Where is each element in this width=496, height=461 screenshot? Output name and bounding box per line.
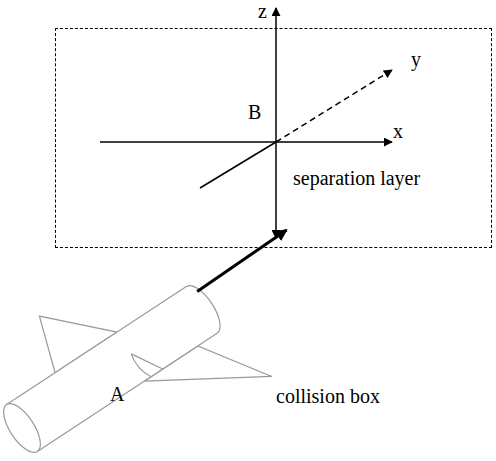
axis-label: y bbox=[411, 48, 421, 70]
part-label: collision box bbox=[276, 385, 380, 407]
missile-outline bbox=[0, 228, 272, 461]
axis-label: x bbox=[393, 120, 403, 142]
axis-label: z bbox=[258, 0, 267, 22]
node-text: separation layer bbox=[293, 167, 420, 189]
motion-arrow bbox=[197, 230, 286, 291]
z-axis-down bbox=[275, 140, 277, 238]
node-text: A bbox=[110, 383, 124, 405]
separation-layer-box: separation layer bbox=[55, 28, 492, 248]
x-axis bbox=[100, 141, 392, 143]
origin-label: B bbox=[248, 101, 261, 123]
y-axis-dashed bbox=[276, 70, 392, 142]
collision-box-missile: A bbox=[0, 288, 272, 458]
y-axis bbox=[200, 142, 276, 188]
